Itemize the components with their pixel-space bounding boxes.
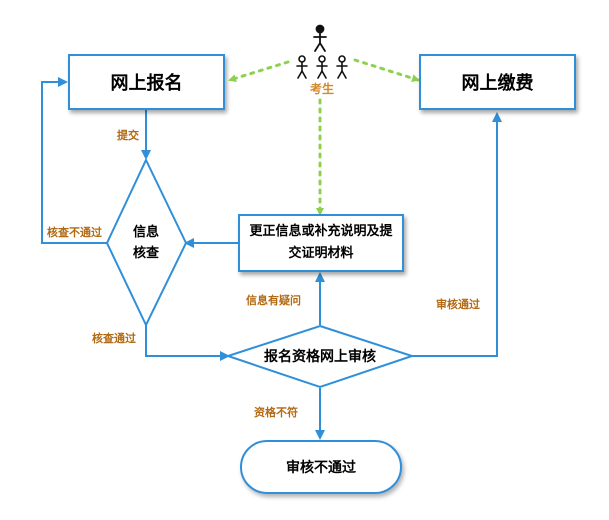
person-icon [296, 55, 308, 79]
info-check-diamond [105, 157, 188, 328]
info-check-line1: 信息 [132, 225, 159, 240]
qualification-review-diamond [224, 324, 416, 389]
edge-label-not-qualified: 资格不符 [254, 406, 298, 419]
edge-label-info-in-doubt: 信息有疑问 [246, 294, 301, 307]
correct-info-box: 更正信息或补充说明及提 交证明材料 [238, 214, 404, 272]
edge-label-submit: 提交 [117, 129, 139, 142]
edge-label-check-passed: 核查通过 [92, 332, 136, 345]
review-failed-label: 审核不通过 [286, 460, 356, 476]
person-icon [316, 55, 328, 79]
edge-check-passed [145, 325, 230, 361]
review-failed-box: 审核不通过 [240, 440, 402, 494]
online-payment-label: 网上缴费 [461, 73, 534, 94]
dashed-link-registration [228, 60, 290, 83]
online-registration-box: 网上报名 [68, 54, 225, 110]
dashed-link-payment [353, 58, 420, 82]
person-icon [336, 55, 348, 79]
edge-review-passed [412, 112, 502, 357]
info-check-text: 信息 核查 [121, 218, 171, 268]
person-icon [313, 24, 327, 52]
candidates-label: 考生 [310, 82, 335, 96]
correct-info-line2: 交证明材料 [288, 246, 354, 261]
online-registration-label: 网上报名 [110, 73, 183, 94]
qualification-review-label: 报名资格网上审核 [264, 349, 376, 365]
edge-label-review-passed: 审核通过 [436, 298, 480, 311]
edge-check-failed [41, 77, 109, 244]
info-check-line2: 核查 [132, 246, 159, 261]
qualification-review-text: 报名资格网上审核 [250, 346, 390, 366]
correct-info-line1: 更正信息或补充说明及提 [249, 224, 393, 239]
online-payment-box: 网上缴费 [419, 54, 576, 110]
edge-label-check-failed: 核查不通过 [47, 226, 102, 239]
